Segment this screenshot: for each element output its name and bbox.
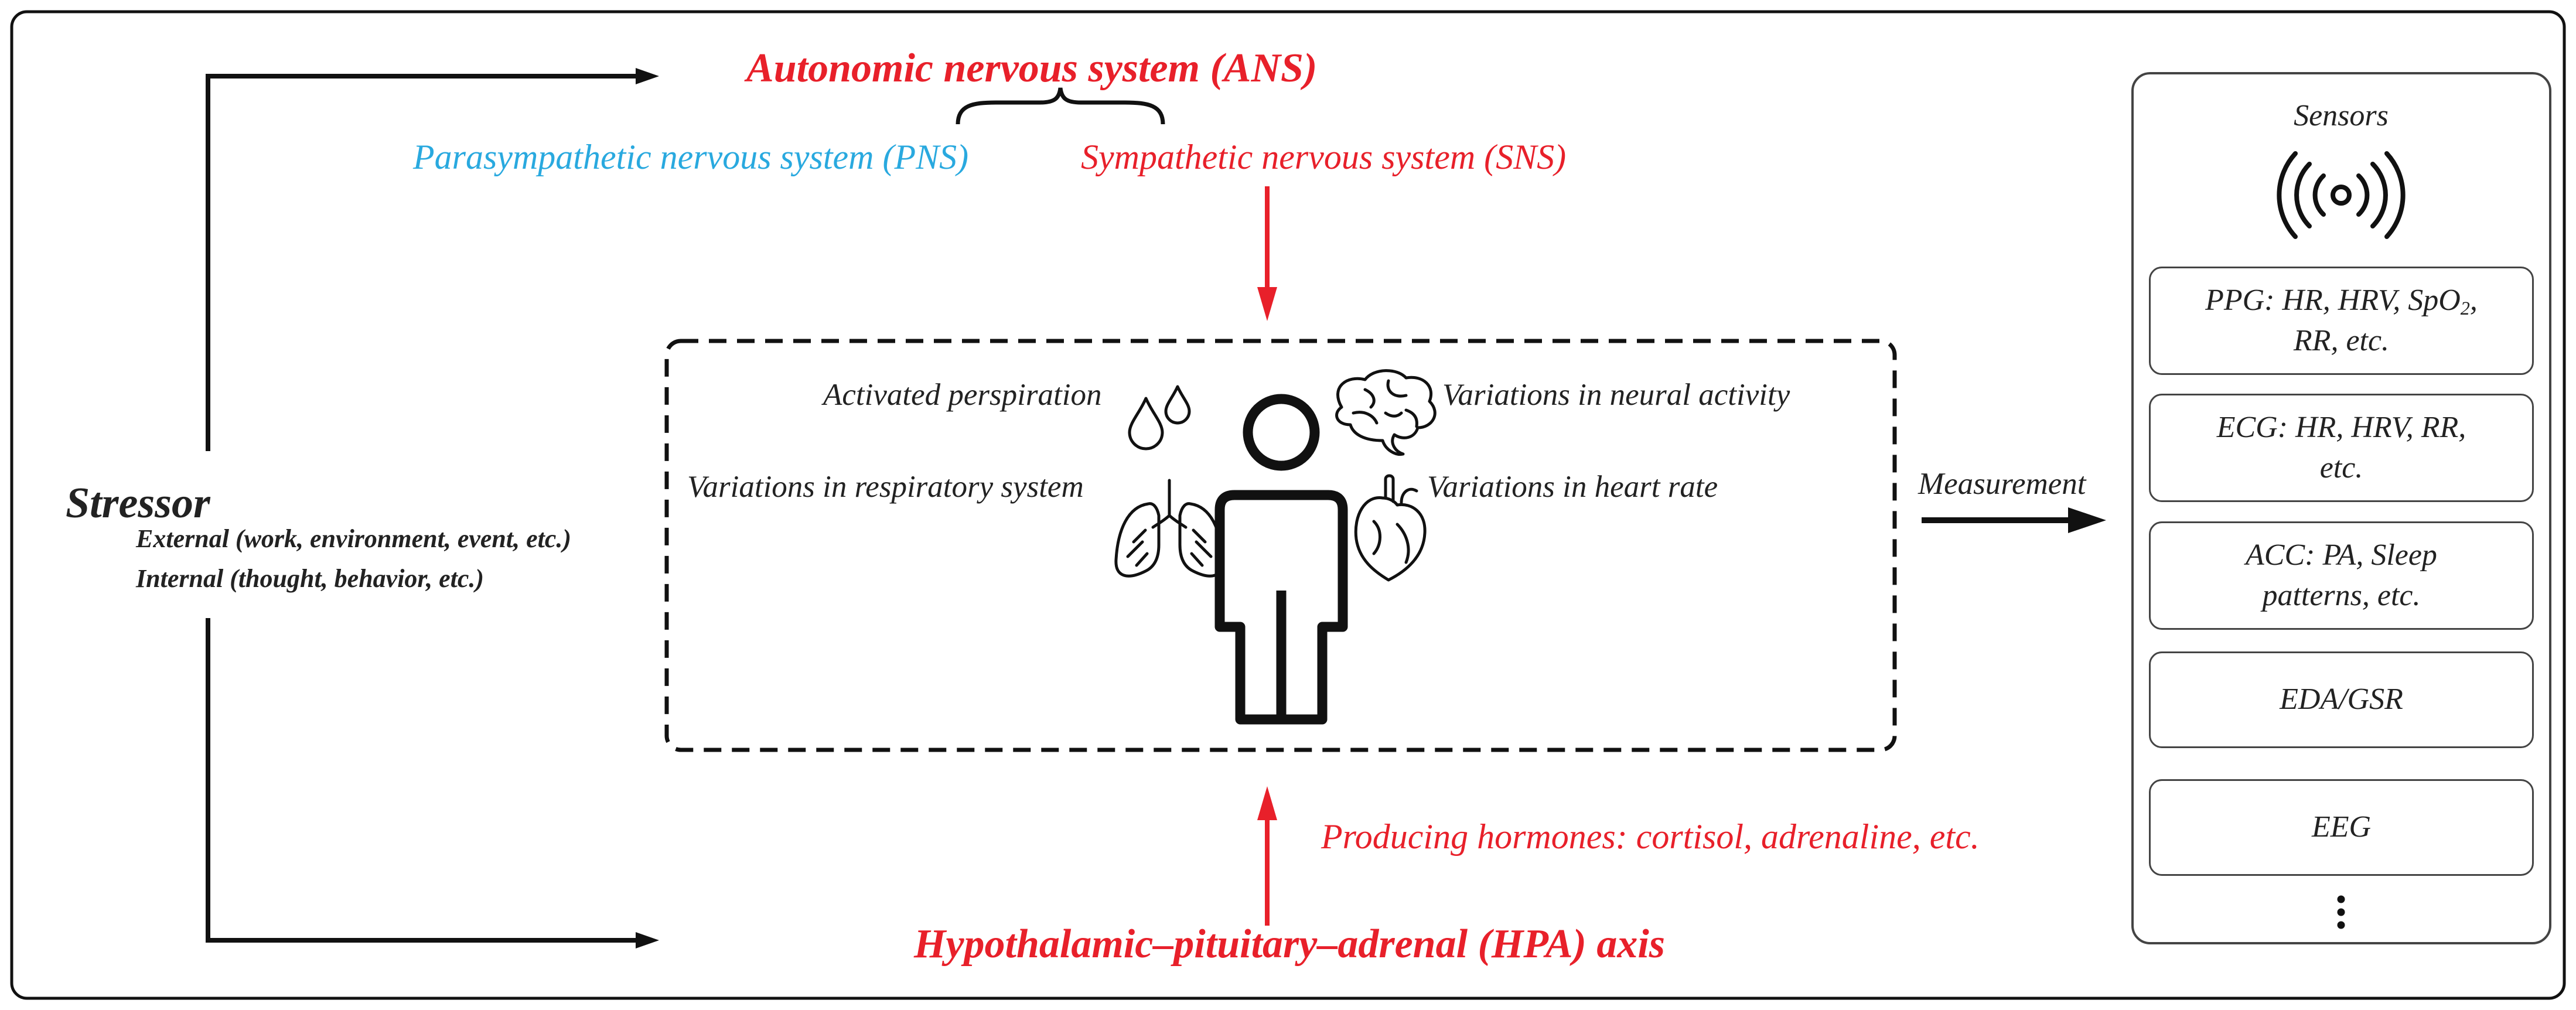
measurement-label: Measurement [1918,467,2086,501]
arrow-to-hpa [636,932,659,948]
person-icon [1214,394,1348,725]
eda-label: EDA/GSR [2280,683,2403,716]
heart-icon [1354,474,1427,582]
respiratory-label: Variations in respiratory system [687,470,1084,504]
more-sensors-ellipsis-icon [2337,895,2345,929]
ecg-sensor-box: ECG: HR, HRV, RR, etc. [2149,394,2534,502]
hormones-label: Producing hormones: cortisol, adrenaline… [1321,817,1980,856]
perspiration-label: Activated perspiration [823,378,1102,412]
acc-sensor-box: ACC: PA, Sleep patterns, etc. [2149,521,2534,630]
sensors-panel [2131,72,2551,944]
stressor-external: External (work, environment, event, etc.… [136,524,572,553]
ppg-line-1: PPG: HR, HRV, SpO2, [2205,283,2478,319]
wireless-signal-icon [2277,151,2406,239]
hpa-title: Hypothalamic–pituitary–adrenal (HPA) axi… [914,922,1666,967]
ppg-line-2: RR, etc. [2293,323,2390,357]
ans-title: Autonomic nervous system (ANS) [746,46,1318,91]
stressor-title: Stressor [66,479,210,527]
stressor-bracket [206,74,639,943]
ppg-sensor-box: PPG: HR, HRV, SpO2, RR, etc. [2149,267,2534,375]
hpa-arrow [1257,786,1277,926]
ans-brace [956,87,1165,125]
brain-icon [1335,369,1437,456]
sns-arrow [1257,186,1277,321]
more-sensors-glyph: ⋮ [2334,890,2340,896]
outer-frame [10,10,2566,1000]
water-drops-icon [1128,385,1191,451]
arrow-to-ans [636,68,659,84]
acc-line-2: patterns, etc. [2262,578,2421,612]
eeg-label: EEG [2311,810,2372,844]
ecg-line-2: etc. [2319,451,2363,484]
acc-line-1: ACC: PA, Sleep [2246,538,2437,572]
pns-label: Parasympathetic nervous system (PNS) [413,138,969,176]
body-dashed-box [664,339,1897,752]
ecg-line-1: ECG: HR, HRV, RR, [2216,410,2466,444]
measurement-arrow [1922,507,2106,533]
sensors-title: Sensors [2294,99,2389,132]
eeg-sensor-box: EEG [2149,779,2534,876]
eda-sensor-box: EDA/GSR [2149,651,2534,748]
heart-rate-label: Variations in heart rate [1427,470,1718,504]
sns-label: Sympathetic nervous system (SNS) [1081,138,1567,176]
lungs-icon [1114,479,1224,578]
stressor-internal: Internal (thought, behavior, etc.) [136,564,485,593]
neural-activity-label: Variations in neural activity [1442,378,1790,412]
